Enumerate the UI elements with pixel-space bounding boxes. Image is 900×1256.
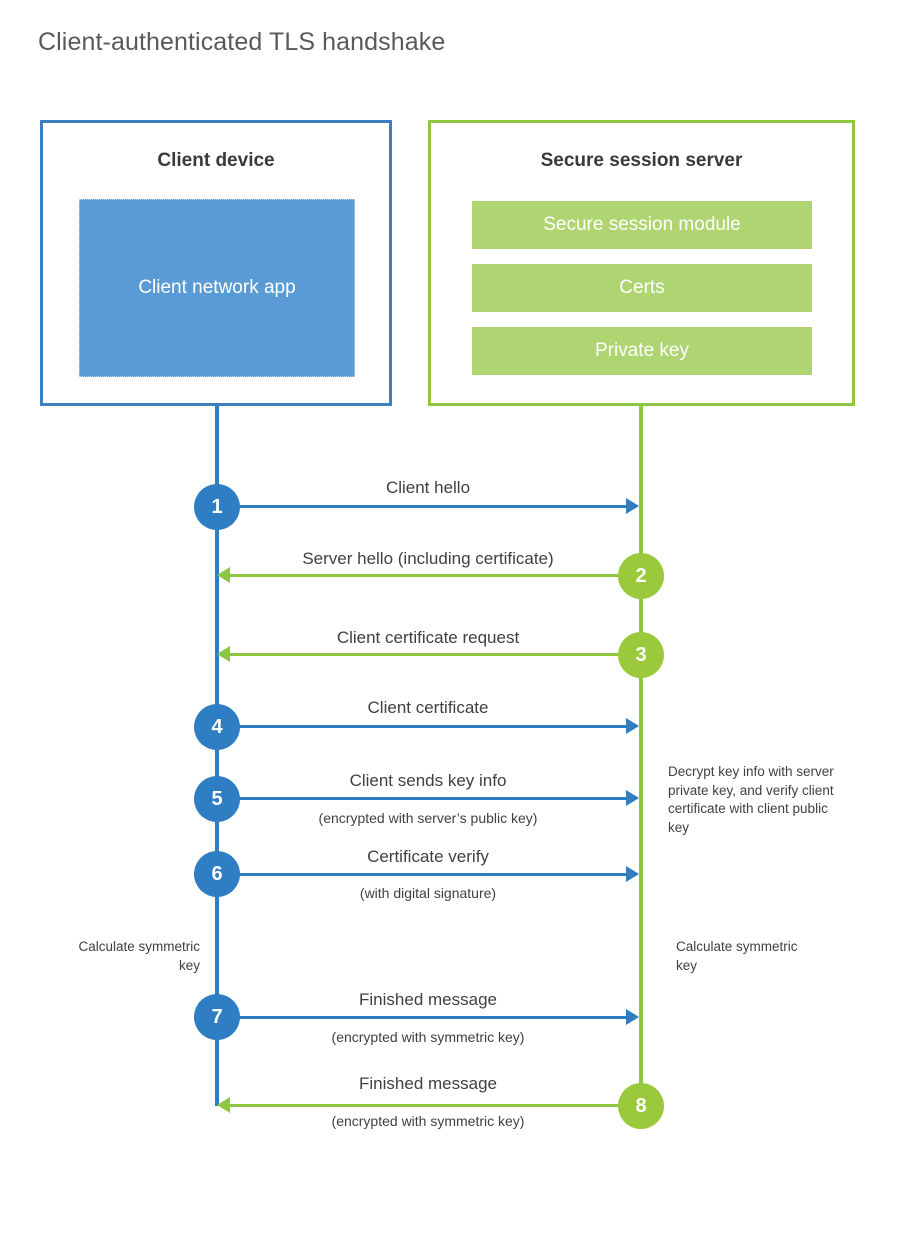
server-component-secure-session-module: Secure session module: [472, 201, 812, 249]
client-device-box: Client device Client network app: [40, 120, 392, 406]
step-5-label: Client sends key info: [349, 771, 507, 790]
step-8-badge[interactable]: 8: [618, 1083, 664, 1129]
step-8-arrow-head: [217, 1097, 230, 1113]
step-1-arrow-line: [217, 505, 626, 508]
step-3-badge[interactable]: 3: [618, 632, 664, 678]
step-1-arrow-head: [626, 498, 639, 514]
step-3-arrow-head: [217, 646, 230, 662]
secure-session-server-box: Secure session server Secure session mod…: [428, 120, 855, 406]
step-8-label: Finished message: [359, 1074, 497, 1093]
step-4-arrow-head: [626, 718, 639, 734]
step-2-badge[interactable]: 2: [618, 553, 664, 599]
server-decrypt-note: Decrypt key info with server private key…: [668, 764, 834, 835]
step-7-sublabel: (encrypted with symmetric key): [331, 1029, 525, 1045]
server-lifeline: [639, 406, 643, 1106]
step-6-badge[interactable]: 6: [194, 851, 240, 897]
step-7-arrow-head: [626, 1009, 639, 1025]
server-calculate-symmetric-key-note: Calculate symmetric key: [676, 939, 798, 973]
secure-session-server-title: Secure session server: [540, 150, 743, 171]
step-4-badge[interactable]: 4: [194, 704, 240, 750]
step-8-sublabel: (encrypted with symmetric key): [331, 1113, 525, 1129]
page-title: Client-authenticated TLS handshake: [38, 28, 446, 56]
step-5-arrow-head: [626, 790, 639, 806]
step-6-sublabel: (with digital signature): [359, 885, 497, 901]
step-3-label: Client certificate request: [336, 628, 520, 647]
step-6-arrow-head: [626, 866, 639, 882]
step-5-badge[interactable]: 5: [194, 776, 240, 822]
server-component-private-key: Private key: [472, 327, 812, 375]
step-2-label: Server hello (including certificate): [302, 549, 554, 568]
server-component-certs: Certs: [472, 264, 812, 312]
step-2-arrow-head: [217, 567, 230, 583]
step-5-arrow-line: [217, 797, 626, 800]
client-device-title: Client device: [157, 150, 275, 171]
client-calculate-symmetric-key-note: Calculate symmetric key: [78, 939, 200, 973]
step-4-arrow-line: [217, 725, 626, 728]
client-network-app-block: Client network app: [79, 199, 355, 377]
step-7-badge[interactable]: 7: [194, 994, 240, 1040]
step-4-label: Client certificate: [367, 698, 489, 717]
step-6-arrow-line: [217, 873, 626, 876]
step-3-arrow-line: [230, 653, 639, 656]
client-lifeline: [215, 406, 219, 1106]
step-1-label: Client hello: [385, 478, 471, 497]
step-5-sublabel: (encrypted with server’s public key): [318, 810, 538, 826]
step-7-arrow-line: [217, 1016, 626, 1019]
step-8-arrow-line: [230, 1104, 639, 1107]
step-7-label: Finished message: [359, 990, 497, 1009]
step-2-arrow-line: [230, 574, 639, 577]
step-6-label: Certificate verify: [367, 847, 489, 866]
step-1-badge[interactable]: 1: [194, 484, 240, 530]
